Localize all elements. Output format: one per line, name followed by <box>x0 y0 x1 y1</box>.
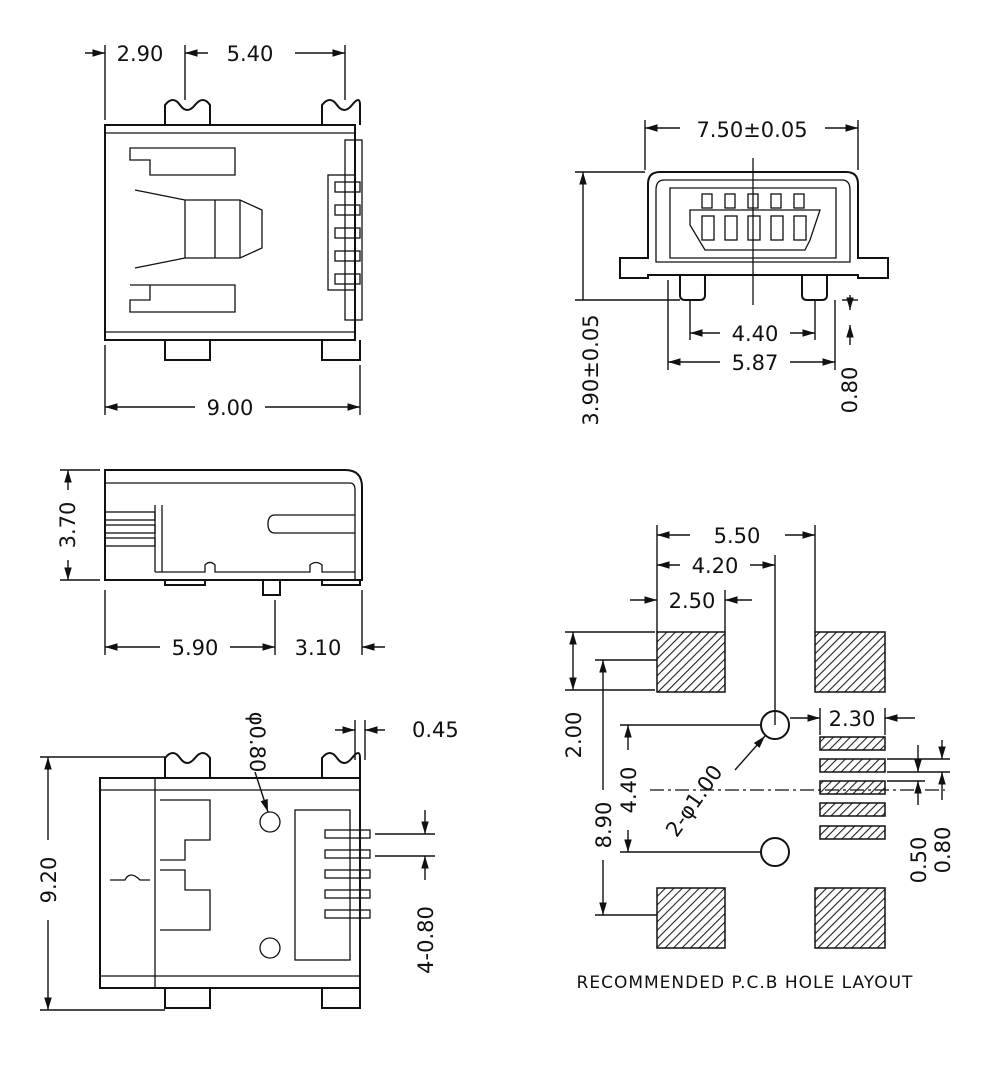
dim-top-2-90: 2.90 <box>117 42 164 66</box>
dim-top-9-00: 9.00 <box>207 396 254 420</box>
dim-pcb-4-40: 4.40 <box>617 767 641 814</box>
dim-bottom-0-45: 0.45 <box>412 718 459 742</box>
front-view: 7.50±0.05 3.90±0.05 4.40 5.87 0.80 <box>575 118 889 426</box>
dim-pcb-2-50: 2.50 <box>669 589 716 613</box>
dim-pcb-4-20: 4.20 <box>692 554 739 578</box>
dim-pcb-0-80: 0.80 <box>931 827 955 874</box>
dim-pcb-2-30: 2.30 <box>829 707 876 731</box>
dim-side-3-10: 3.10 <box>295 636 342 660</box>
side-view: 3.70 5.90 3.10 <box>56 469 385 660</box>
dim-side-3-70: 3.70 <box>56 502 80 549</box>
top-view: 2.90 5.40 9.00 <box>85 42 363 420</box>
signal-pads <box>819 736 886 840</box>
dim-bottom-hole: φ0.80 <box>245 712 269 773</box>
dim-side-5-90: 5.90 <box>172 636 219 660</box>
dim-bottom-9-20: 9.20 <box>37 857 61 904</box>
pad-top-left <box>656 631 726 693</box>
pcb-layout: 5.50 4.20 2.50 2.00 8.90 4.40 2-φ1.00 2.… <box>562 524 955 993</box>
dim-front-5-87: 5.87 <box>732 351 779 375</box>
pad-top-right <box>814 631 886 693</box>
dim-front-3-90: 3.90±0.05 <box>579 314 603 425</box>
dim-pcb-holes: 2-φ1.00 <box>661 761 727 842</box>
dim-pcb-8-90: 8.90 <box>592 802 616 849</box>
dim-front-0-80: 0.80 <box>838 367 862 414</box>
dim-bottom-pitch: 4-0.80 <box>414 906 438 974</box>
bottom-view: 0.45 φ0.80 9.20 4-0.80 <box>37 712 459 1011</box>
dim-front-7-50: 7.50±0.05 <box>696 118 807 142</box>
pad-bottom-right <box>814 887 886 949</box>
pad-bottom-left <box>656 887 726 949</box>
dim-front-4-40: 4.40 <box>732 322 779 346</box>
pcb-layout-title: RECOMMENDED P.C.B HOLE LAYOUT <box>577 973 914 993</box>
dim-pcb-5-50: 5.50 <box>714 524 761 548</box>
dim-pcb-0-50: 0.50 <box>907 837 931 884</box>
dim-pcb-2-00: 2.00 <box>562 712 586 759</box>
dim-top-5-40: 5.40 <box>227 42 274 66</box>
